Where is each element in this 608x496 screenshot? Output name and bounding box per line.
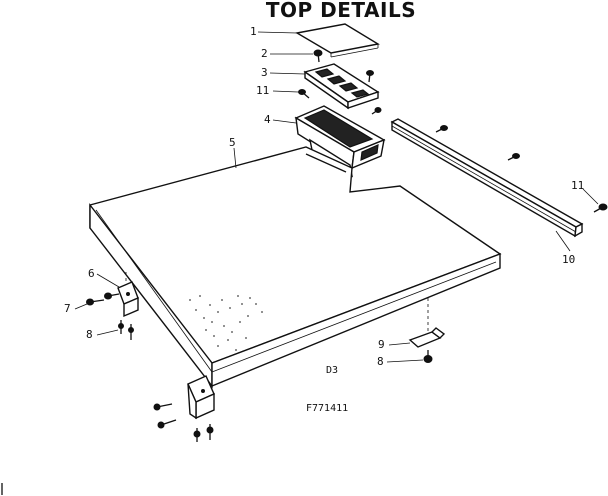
leader-3 [269,72,306,75]
part-10-rail-bracket [390,118,584,238]
callout-10: 10 [562,253,575,266]
leader-11-right [582,188,599,205]
callout-9: 9 [378,338,385,351]
leader-6 [96,273,120,288]
part-2-screw [313,49,323,63]
rail-screw-upper [435,125,448,133]
callout-7: 7 [64,302,71,315]
rail-screw-middle [507,153,520,161]
callout-8-left: 8 [86,328,93,341]
callout-6: 6 [88,267,95,280]
part-3-vent-assembly [303,63,380,110]
figure-code: D3 [326,365,338,376]
leader-1 [257,31,298,34]
lower-hinge-bracket [187,375,215,420]
leader-7 [74,303,88,310]
diagram-title: TOP DETAILS [266,0,416,22]
leader-5 [233,147,237,169]
part-5-top-panel [89,146,502,389]
part-7-screws [86,292,120,306]
leader-4 [272,119,297,124]
callout-8-right: 8 [377,355,384,368]
leader-8-right [386,359,424,363]
part-11-screw-upper [298,89,310,99]
housing-screw [371,107,382,115]
part-9-clip [408,327,446,348]
part-8-screws-left [118,320,134,340]
leader-10 [555,230,571,252]
callout-3: 3 [261,66,268,79]
callout-11-upper: 11 [256,84,269,97]
leader-8-left [96,329,119,336]
leader-9 [388,342,411,346]
callout-1: 1 [250,25,257,38]
part-1-cover-plate [295,23,380,58]
lower-screws [153,403,214,442]
callout-2: 2 [261,47,268,60]
part-6-hinge-bracket [117,281,139,318]
part-11-screw-right [593,203,608,213]
callout-4: 4 [264,113,271,126]
drawing-number: F771411 [306,403,348,414]
leader-11-upper [272,90,299,93]
callout-11-right: 11 [571,179,584,192]
part-8-screw-right [423,350,433,363]
callout-5: 5 [229,136,236,149]
panel-texture [189,295,263,351]
